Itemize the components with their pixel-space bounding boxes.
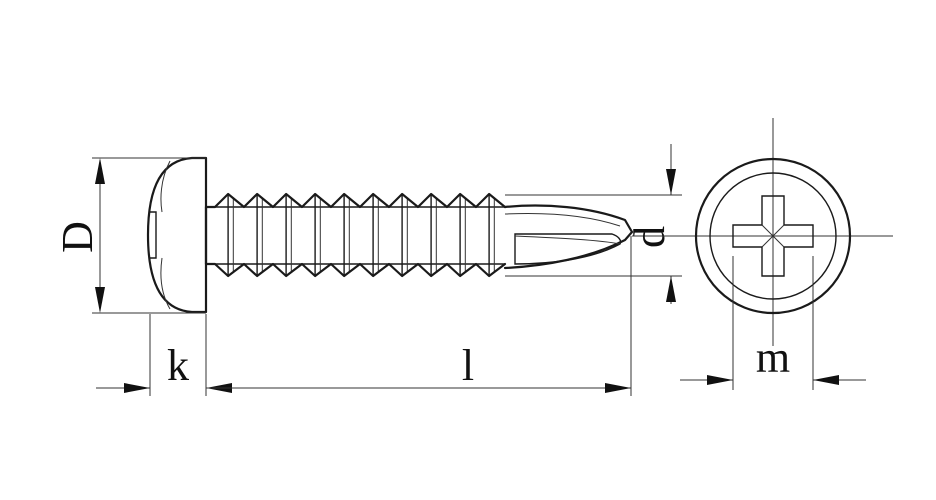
head-recess: [150, 211, 157, 259]
arrow-k-left: [124, 383, 150, 393]
arrow-d-top: [666, 169, 676, 195]
dimension-m: m: [680, 256, 866, 390]
arrow-D-top: [95, 158, 105, 184]
head-recess-curve: [160, 160, 171, 310]
thread-top-profile: [204, 192, 507, 209]
drill-flute: [514, 233, 622, 265]
dimension-l: l: [206, 236, 632, 396]
head-outer-circle: [694, 157, 852, 315]
arrow-d-bottom: [666, 276, 676, 302]
arrow-l-right: [605, 383, 631, 393]
head-inner-circle: [709, 172, 837, 300]
label-D: D: [53, 221, 102, 253]
drill-point: [503, 204, 634, 270]
drill-edge: [504, 213, 621, 227]
dimension-k: k: [96, 314, 232, 396]
screw-head: [146, 156, 208, 314]
screw-side-view: [146, 156, 634, 314]
arrow-D-bottom: [95, 287, 105, 313]
dimension-D: D: [53, 157, 206, 314]
cross-diagonal-2: [761, 224, 785, 248]
label-l: l: [462, 341, 474, 390]
drill-flute-shade: [514, 235, 621, 245]
arrow-m-right: [813, 375, 839, 385]
thread-profile: [204, 192, 507, 278]
thread-bottom-profile: [204, 262, 507, 278]
screw-end-view: [655, 118, 893, 346]
label-k: k: [167, 341, 189, 390]
label-m: m: [756, 333, 790, 382]
dimension-d: d: [505, 144, 690, 304]
arrow-m-left: [707, 375, 733, 385]
label-d: d: [625, 226, 674, 248]
